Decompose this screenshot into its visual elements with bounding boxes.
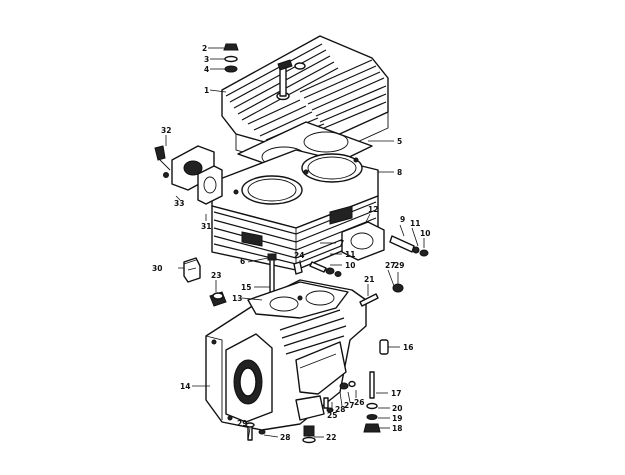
label-11b: 11 [345,250,355,259]
label-5: 5 [397,137,402,146]
label-31: 31 [201,222,211,231]
label-23: 23 [211,271,221,280]
cylinder-block [211,149,379,271]
part-23-fitting [209,291,227,307]
label-26: 26 [354,398,364,407]
callout-labels: 2 3 4 1 5 8 32 33 31 12 9 11 10 7 11 10 … [152,44,430,442]
cylinder-head [221,35,389,169]
label-29b: 29 [237,419,247,428]
label-13: 13 [232,294,242,303]
exhaust-gasket [341,221,429,261]
label-1: 1 [204,86,209,95]
label-21: 21 [364,275,374,284]
label-28b: 28 [280,433,290,442]
part-30-block [183,257,201,283]
label-22: 22 [326,433,336,442]
intake-flange [154,145,223,205]
label-32: 32 [161,126,171,135]
label-20: 20 [392,404,402,413]
label-27b: 27 [344,401,354,410]
label-8: 8 [397,168,402,177]
label-15: 15 [241,283,251,292]
label-24: 24 [294,251,304,260]
label-27: 27 [385,261,395,270]
bottom-hardware [245,422,316,444]
label-10: 10 [420,229,430,238]
spark-plug-parts [223,43,239,73]
label-25: 25 [327,411,337,420]
label-18: 18 [392,424,402,433]
label-19: 19 [392,414,402,423]
label-16: 16 [403,343,413,352]
label-10b: 10 [345,261,355,270]
label-12: 12 [368,205,378,214]
label-29: 29 [394,261,404,270]
label-7: 7 [339,239,344,248]
label-6: 6 [240,257,245,266]
label-2: 2 [202,44,207,53]
label-33: 33 [174,199,184,208]
label-3: 3 [204,55,209,64]
label-11: 11 [410,219,420,228]
crankcase [205,279,367,431]
label-9: 9 [400,215,405,224]
label-30: 30 [152,264,162,273]
label-14: 14 [180,382,190,391]
label-17: 17 [391,389,401,398]
label-4: 4 [204,65,209,74]
label-28: 28 [335,405,345,414]
crankcase-hardware [323,283,404,433]
leader-lines [165,47,425,441]
